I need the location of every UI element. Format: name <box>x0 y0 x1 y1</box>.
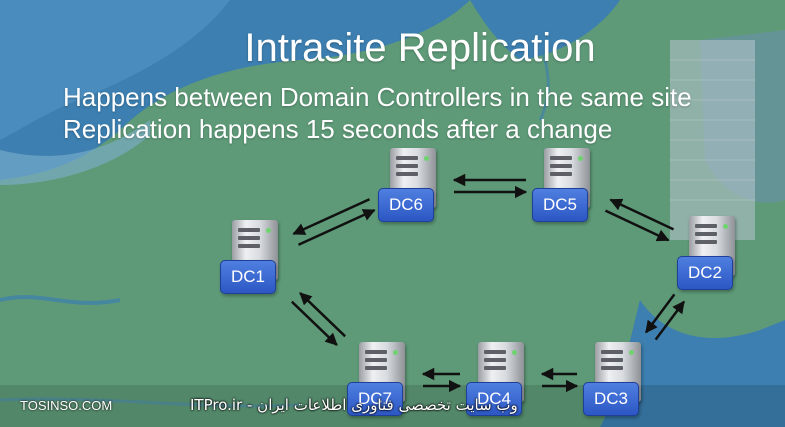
server-dc6: DC6 <box>378 148 448 224</box>
arrow-dc1-to-dc6 <box>297 209 376 246</box>
server-label: DC5 <box>532 188 588 222</box>
server-dc1: DC1 <box>220 220 290 296</box>
server-label: DC3 <box>583 382 639 416</box>
slide-title: Intrasite Replication <box>244 26 596 70</box>
bullet-replication-timing: Replication happens 15 seconds after a c… <box>63 114 613 144</box>
server-label: DC2 <box>677 256 733 290</box>
server-label: DC6 <box>378 188 434 222</box>
server-label: DC1 <box>220 260 276 294</box>
server-dc4: DC4 <box>466 342 536 418</box>
server-dc3: DC3 <box>583 342 653 418</box>
arrow-dc2-to-dc3 <box>645 293 676 334</box>
server-label: DC7 <box>347 382 403 416</box>
watermark-itpro: ITPro.ir - وب سایت تخصصی فناوری اطلاعات … <box>190 396 518 414</box>
arrow-dc1-to-dc7 <box>290 300 338 346</box>
arrow-dc5-to-dc2 <box>604 209 670 242</box>
arrow-dc2-to-dc5 <box>609 198 675 231</box>
arrow-dc7-to-dc1 <box>299 292 347 338</box>
arrow-dc3-to-dc2 <box>654 300 685 341</box>
arrow-dc6-to-dc1 <box>292 198 371 235</box>
server-dc2: DC2 <box>677 216 747 292</box>
server-label: DC4 <box>466 382 522 416</box>
server-dc7: DC7 <box>347 342 417 418</box>
watermark-tosinso: TOSINSO.COM <box>20 398 113 413</box>
bullet-replication-scope: Happens between Domain Controllers in th… <box>63 82 692 112</box>
server-dc5: DC5 <box>532 148 602 224</box>
